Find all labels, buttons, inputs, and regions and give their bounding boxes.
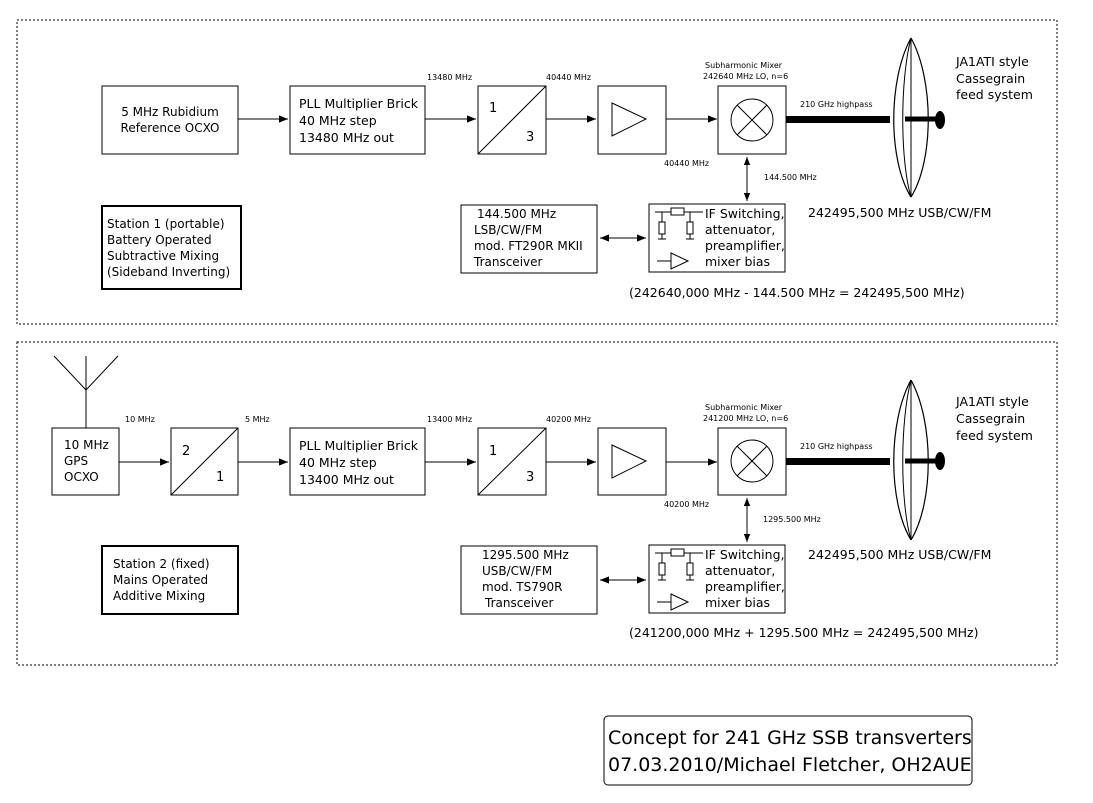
feed-line-1: JA1ATI style [955,394,1029,409]
if-freq-label: 1295.500 MHz [763,515,821,524]
mixing-equation: (242640,000 MHz - 144.500 MHz = 242495,5… [629,285,965,300]
freq-label-13400: 13400 MHz [427,415,472,424]
mixer-lo: 241200 MHz LO, n=6 [703,414,788,423]
rubidium-reference-box [101,85,239,155]
transceiver-box [460,545,598,615]
info-line-3: Subtractive Mixing [107,249,219,263]
pll-line-3: 13400 MHz out [299,472,394,487]
divider-slash [477,427,547,496]
freq-label-40440-top: 40440 MHz [546,73,591,82]
if-line-3: preamplifier, [705,579,785,594]
output-frequency: 242495,500 MHz USB/CW/FM [808,547,991,562]
mixer-title: Subharmonic Mixer [705,61,783,70]
caption-box [603,715,973,786]
highpass-label: 210 GHz highpass [800,100,873,109]
if-circuit-icon [655,548,703,611]
divider-2-denominator: 3 [526,470,534,485]
mixer-lo: 242640 MHz LO, n=6 [703,72,788,81]
freq-label-10: 10 MHz [125,415,155,424]
if-line-4: mixer bias [705,254,770,269]
divider-slash [170,427,239,496]
gps-line-2: GPS [64,454,88,468]
if-line-4: mixer bias [705,595,770,610]
info-line-2: Mains Operated [113,573,208,587]
pll-line-3: 13480 MHz out [299,130,394,145]
station-1-frame [16,19,1058,325]
gps-antenna-icon [53,355,119,428]
if-circuit-icon [655,207,703,270]
freq-label-40200-top: 40200 MHz [546,415,591,424]
feed-line-2: Cassegrain [956,411,1025,426]
pll-line-2: 40 MHz step [299,455,377,470]
cassegrain-dish-icon [893,37,945,198]
station-1-info-box [101,205,242,290]
transceiver-line-1: 1295.500 MHz [482,548,569,562]
info-line-3: Additive Mixing [113,589,205,603]
info-line-4: (Sideband Inverting) [107,265,230,279]
info-line-1: Station 1 (portable) [107,217,225,231]
rubidium-line-1: 5 MHz Rubidium [121,105,219,119]
highpass-label: 210 GHz highpass [800,442,873,451]
freq-label-13480: 13480 MHz [427,73,472,82]
if-line-1: IF Switching, [705,206,784,221]
pll-multiplier-box [289,85,426,155]
caption-title: Concept for 241 GHz SSB transverters [608,727,972,749]
transceiver-line-2: USB/CW/FM [482,564,552,578]
output-frequency: 242495,500 MHz USB/CW/FM [808,205,991,220]
pll-line-1: PLL Multiplier Brick [299,96,419,111]
freq-label-40440-bottom: 40440 MHz [664,159,709,168]
freq-label-5: 5 MHz [245,415,270,424]
gps-line-1: 10 MHz [64,438,109,452]
transceiver-line-4: Transceiver [473,255,543,269]
amplifier-icon [611,444,648,479]
rubidium-line-2: Reference OCXO [121,121,220,135]
pll-multiplier-box [289,427,426,496]
mixing-equation: (241200,000 MHz + 1295.500 MHz = 242495,… [629,625,979,640]
if-line-2: attenuator, [705,563,775,578]
station-1-panel: 5 MHz Rubidium Reference OCXO PLL Multip… [16,19,1058,325]
transceiver-line-1: 144.500 MHz [477,207,556,221]
feed-line-1: JA1ATI style [955,54,1029,69]
info-line-1: Station 2 (fixed) [113,557,210,571]
if-freq-label: 144.500 MHz [764,173,817,182]
transceiver-line-3: mod. FT290R MKII [474,239,583,253]
mixer-icon [730,98,774,142]
caption-author: 07.03.2010/Michael Fletcher, OH2AUE [608,754,972,776]
transceiver-box [460,204,598,274]
cassegrain-dish-icon [893,379,945,541]
transceiver-line-2: LSB/CW/FM [474,223,542,237]
transceiver-line-4: Transceiver [484,596,554,610]
station-2-info-box [101,545,239,615]
feed-line-2: Cassegrain [956,71,1025,86]
feed-line-3: feed system [956,87,1033,102]
station-2-frame [16,341,1058,666]
if-line-1: IF Switching, [705,547,784,562]
waveguide [786,116,890,123]
station-2-panel: 10 MHz GPS OCXO 10 MHz 2 1 5 MHz PLL Mul… [16,341,1058,666]
divider-1-denominator: 1 [216,470,224,485]
gps-line-3: OCXO [64,470,99,484]
pll-line-1: PLL Multiplier Brick [299,438,419,453]
waveguide [786,458,890,465]
mixer-title: Subharmonic Mixer [705,403,783,412]
caption-block: Concept for 241 GHz SSB transverters 07.… [603,715,973,786]
feed-line-3: feed system [956,428,1033,443]
divider-1-numerator: 2 [182,444,190,459]
pll-line-2: 40 MHz step [299,113,377,128]
transceiver-line-3: mod. TS790R [482,580,562,594]
mixer-icon [730,439,774,483]
info-line-2: Battery Operated [107,233,212,247]
divider-numerator: 1 [489,101,497,116]
if-line-3: preamplifier, [705,238,785,253]
divider-denominator: 3 [526,130,534,145]
amplifier-box [597,427,667,496]
amplifier-icon [611,102,648,137]
divider-2-numerator: 1 [489,444,497,459]
divider-slash [477,85,547,155]
amplifier-box [597,85,667,155]
freq-label-40200-bottom: 40200 MHz [664,500,709,509]
if-line-2: attenuator, [705,222,775,237]
